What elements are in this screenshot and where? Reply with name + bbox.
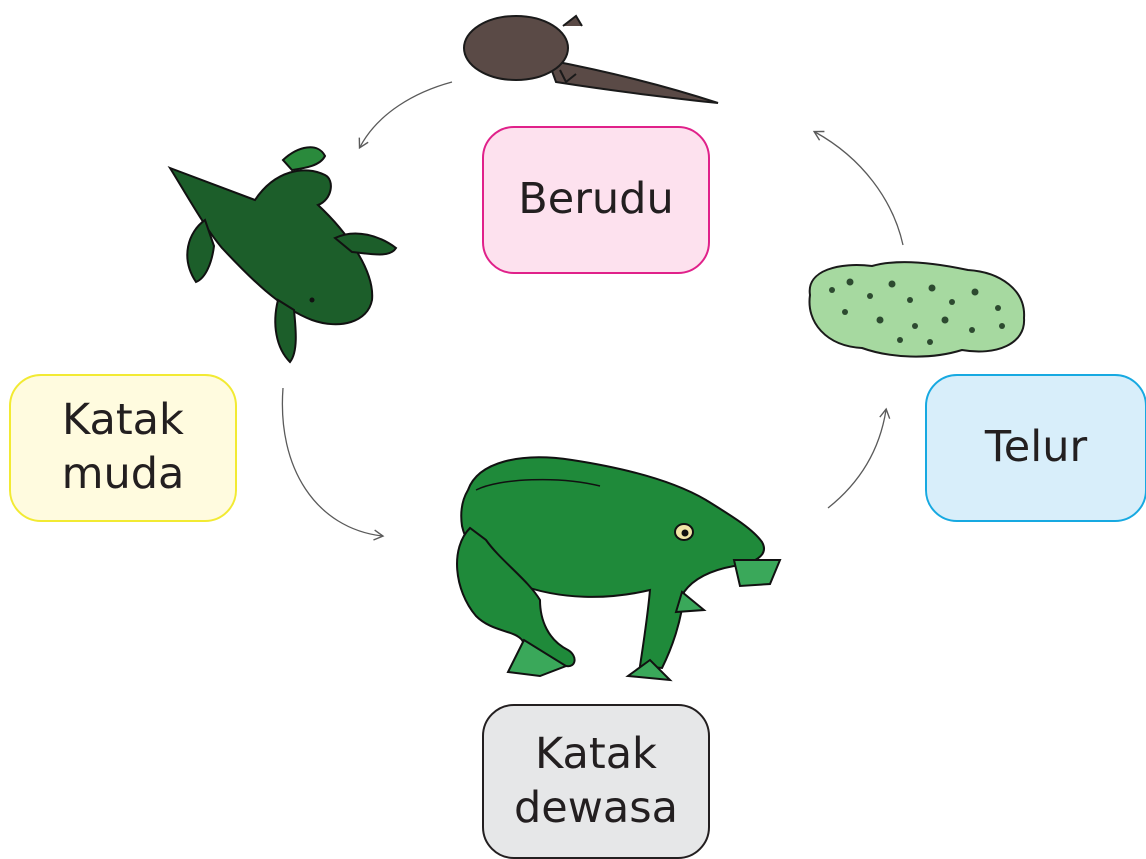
froglet-illustration: [167, 146, 398, 364]
tadpole-illustration: [463, 14, 719, 104]
stage-label-katak-muda-line-1: Katak: [62, 395, 184, 446]
stage-label-telur: Telur: [984, 422, 1088, 473]
stage-label-katak-dewasa-line-2: dewasa: [513, 782, 679, 833]
stage-label-katak-dewasa: Katak dewasa: [514, 728, 678, 836]
stage-box-katak-muda: Katak muda: [9, 374, 237, 522]
stage-box-telur: Telur: [925, 374, 1146, 522]
stage-label-katak-dewasa-line-1: Katak: [535, 728, 657, 779]
arrow-telur-to-berudu: [812, 130, 904, 246]
arrow-katak-dewasa-to-telur: [827, 407, 891, 509]
egg-mass-illustration: [808, 261, 1026, 358]
stage-label-berudu: Berudu: [518, 174, 674, 225]
arrow-katak-muda-to-katak-dewasa: [281, 387, 385, 541]
stage-label-katak-muda-line-2: muda: [61, 449, 185, 499]
stage-box-katak-dewasa: Katak dewasa: [482, 704, 710, 859]
stage-label-katak-muda: Katak muda: [62, 394, 185, 502]
arrow-berudu-to-katak-muda: [358, 81, 453, 150]
stage-box-berudu: Berudu: [482, 126, 710, 274]
adult-frog-illustration: [456, 456, 782, 682]
